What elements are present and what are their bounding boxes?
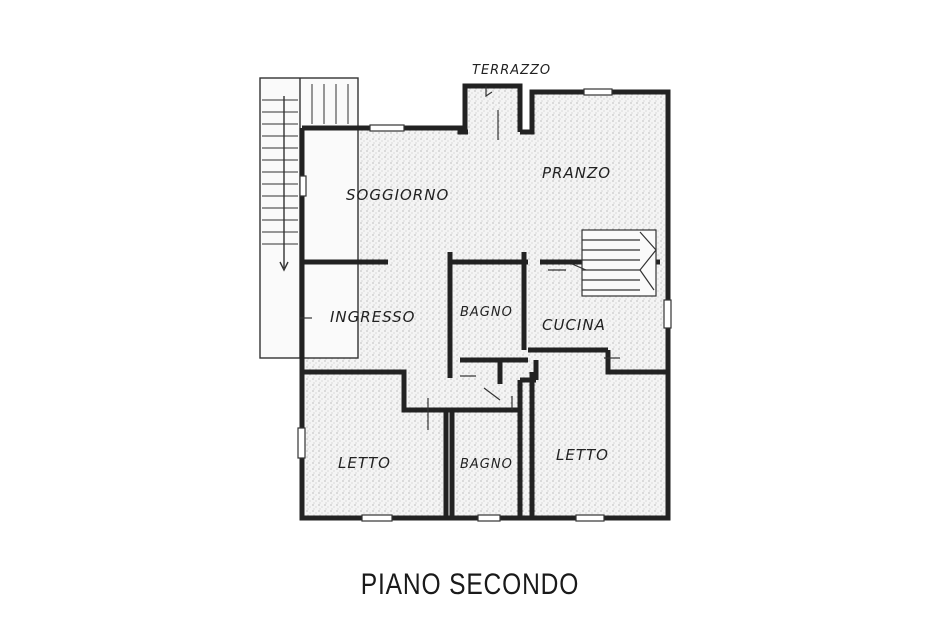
door-marks (300, 86, 620, 430)
floor-area (300, 86, 668, 516)
room-label-letto-right: LETTO (556, 446, 609, 464)
room-label-soggiorno: SOGGIORNO (346, 186, 449, 204)
room-label-letto-left: LETTO (338, 454, 391, 472)
room-label-cucina: CUCINA (542, 316, 606, 334)
room-label-terrazzo: TERRAZZO (472, 63, 551, 78)
windows (297, 88, 672, 522)
floor-caption: PIANO SECONDO (360, 568, 580, 601)
room-label-pranzo: PRANZO (542, 164, 611, 182)
interior-staircase (571, 229, 657, 297)
exterior-staircase (259, 77, 359, 359)
room-label-bagno-upper: BAGNO (460, 305, 513, 320)
room-label-bagno-lower: BAGNO (460, 457, 513, 472)
room-label-ingresso: INGRESSO (330, 308, 415, 326)
